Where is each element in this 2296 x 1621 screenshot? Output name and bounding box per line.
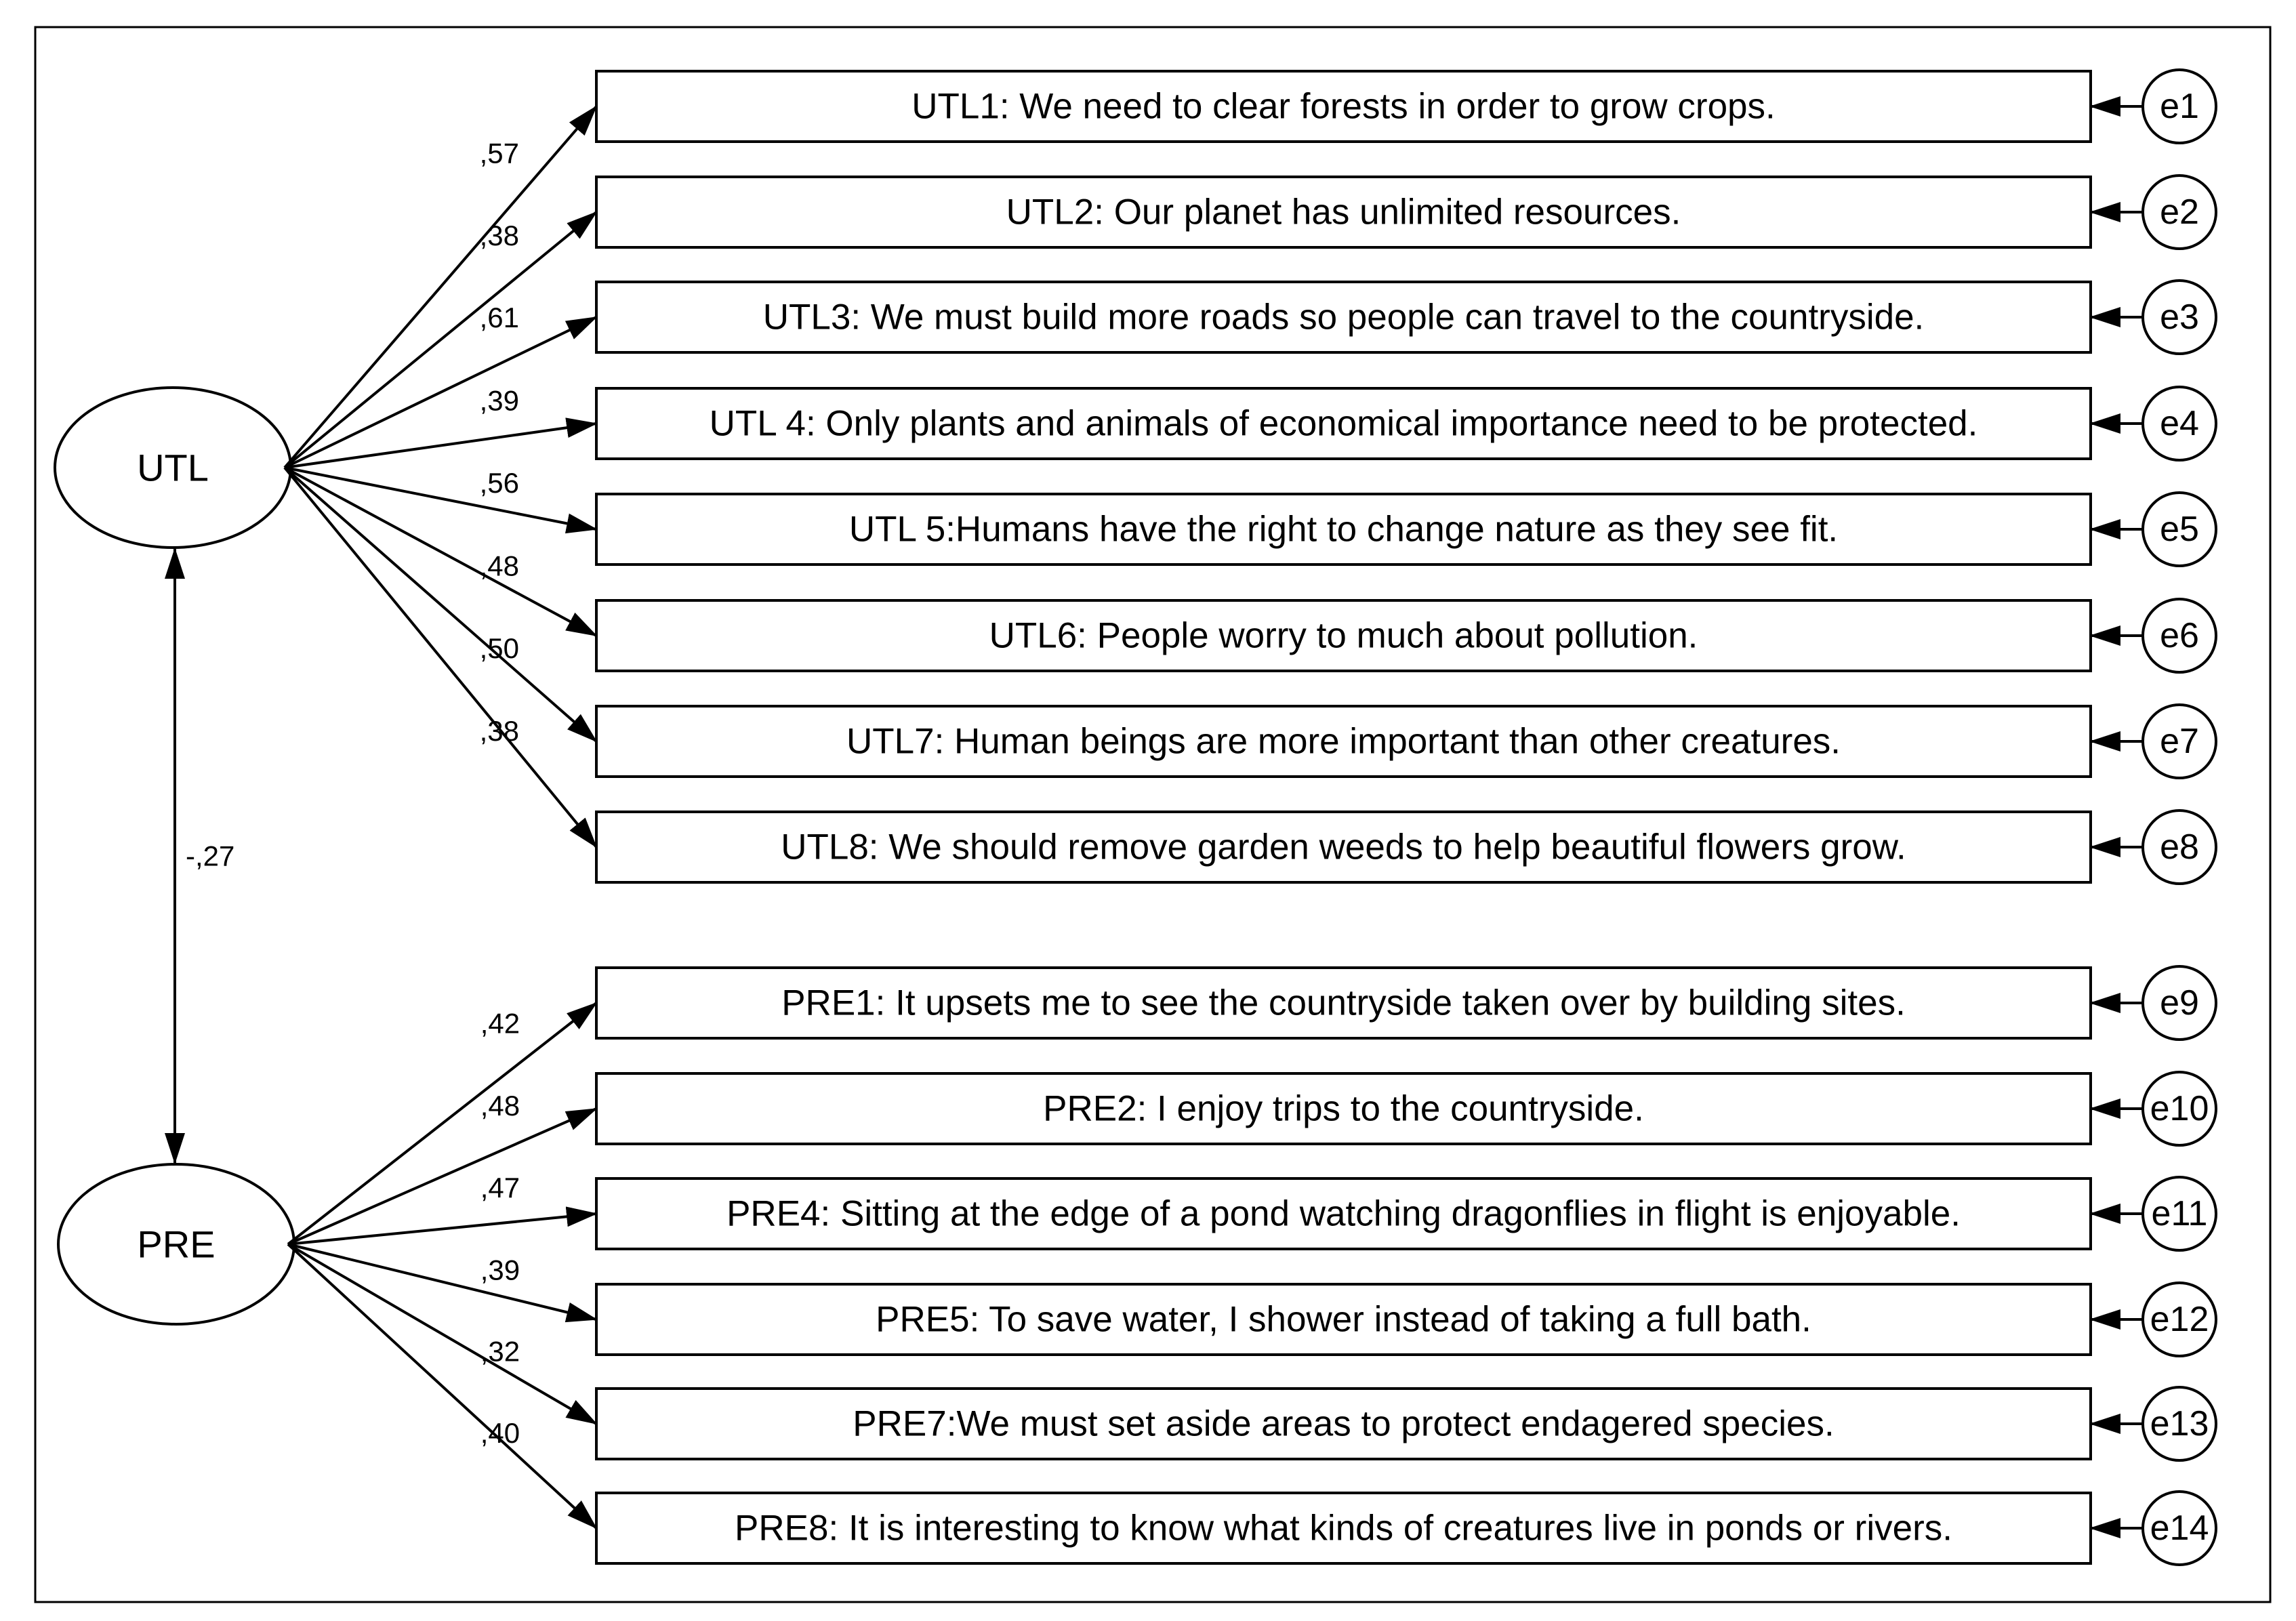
item-box-8 [595,810,2092,884]
error-circle-12 [2141,1281,2217,1357]
loading-arrow-12 [287,1243,598,1323]
error-circle-6 [2141,598,2217,674]
loading-arrow-4 [284,417,598,469]
item-label-2: UTL2: Our planet has unlimited resources… [1006,192,1681,232]
loading-arrow-10 [287,1107,598,1246]
loading-arrow-1 [283,105,598,469]
item-label-10: PRE2: I enjoy trips to the countryside. [1043,1089,1644,1129]
latent-utl: UTL [54,386,292,549]
item-label-12: PRE5: To save water, I shower instead of… [876,1300,1811,1340]
error-label-4: e4 [2160,404,2199,443]
loading-arrow-11 [287,1206,598,1246]
error-label-5: e5 [2160,510,2199,549]
error-label-1: e1 [2160,87,2199,126]
error-circle-2 [2141,174,2217,250]
indicator-items: ,57 UTL1: We need to clear forests in ord… [283,68,2217,1566]
error-label-10: e10 [2150,1089,2209,1128]
loading-arrow-13 [287,1243,598,1425]
loading-label-11: ,47 [480,1172,520,1204]
item-label-9: PRE1: It upsets me to see the countrysid… [781,983,1906,1023]
loading-label-12: ,39 [480,1254,520,1286]
loading-label-13: ,32 [480,1336,520,1368]
error-label-9: e9 [2160,983,2199,1023]
loading-arrow-3 [284,316,598,469]
error-circle-10 [2141,1071,2217,1147]
error-label-13: e13 [2150,1404,2209,1443]
error-circle-14 [2141,1490,2217,1566]
error-circle-7 [2141,703,2217,779]
error-label-6: e6 [2160,616,2199,655]
item-box-5 [595,493,2092,566]
error-circle-8 [2141,809,2217,885]
item-label-4: UTL 4: Only plants and animals of econom… [710,404,1978,444]
loading-label-7: ,50 [480,632,519,664]
loading-label-3: ,61 [480,302,519,333]
error-label-2: e2 [2160,192,2199,232]
loading-label-14: ,40 [480,1417,520,1449]
item-label-14: PRE8: It is interesting to know what kin… [735,1509,1952,1548]
item-box-10 [595,1072,2092,1145]
loading-arrow-7 [283,466,598,743]
error-circle-13 [2141,1386,2217,1462]
loading-label-2: ,38 [480,220,519,251]
loading-arrow-8 [283,466,598,848]
loading-label-6: ,48 [480,550,519,581]
loading-label-5: ,56 [480,467,519,499]
item-box-9 [595,966,2092,1040]
item-box-12 [595,1283,2092,1356]
item-label-6: UTL6: People worry to much about polluti… [989,616,1698,656]
covariance-label: -,27 [186,840,234,872]
item-label-13: PRE7:We must set aside areas to protect … [853,1404,1834,1444]
latent-pre: PRE [57,1163,295,1326]
error-circle-4 [2141,386,2217,461]
error-circle-3 [2141,279,2217,355]
error-label-12: e12 [2150,1300,2209,1339]
error-label-3: e3 [2160,297,2199,337]
error-label-11: e11 [2152,1194,2208,1233]
error-circle-11 [2141,1176,2217,1252]
loading-label-4: ,39 [480,384,519,416]
item-label-7: UTL7: Human beings are more important th… [846,722,1841,762]
error-label-14: e14 [2150,1509,2209,1548]
error-label-8: e8 [2160,827,2199,867]
item-box-6 [595,599,2092,672]
item-label-3: UTL3: We must build more roads so people… [763,297,1925,337]
loading-label-1: ,57 [480,137,519,169]
diagram-frame [34,26,2272,1603]
item-box-1 [595,70,2092,143]
item-box-2 [595,176,2092,249]
loading-label-10: ,48 [480,1090,520,1122]
latent-label-utl: UTL [137,447,209,489]
loading-arrow-14 [287,1243,598,1530]
item-box-4 [595,387,2092,460]
loading-arrow-9 [287,1002,598,1246]
error-circle-1 [2141,68,2217,144]
error-circle-9 [2141,965,2217,1041]
error-circle-5 [2141,491,2217,567]
latent-label-pre: PRE [137,1223,215,1266]
loading-label-8: ,38 [480,715,519,747]
item-label-8: UTL8: We should remove garden weeds to h… [781,827,1906,867]
item-label-11: PRE4: Sitting at the edge of a pond watc… [726,1194,1961,1234]
loading-label-9: ,42 [480,1007,520,1039]
item-box-13 [595,1387,2092,1460]
loading-arrow-5 [284,466,598,534]
item-label-5: UTL 5:Humans have the right to change na… [849,510,1838,550]
error-label-7: e7 [2160,722,2199,761]
loading-arrow-2 [283,211,598,469]
loading-arrow-6 [284,466,598,637]
item-label-1: UTL1: We need to clear forests in order … [911,87,1776,127]
